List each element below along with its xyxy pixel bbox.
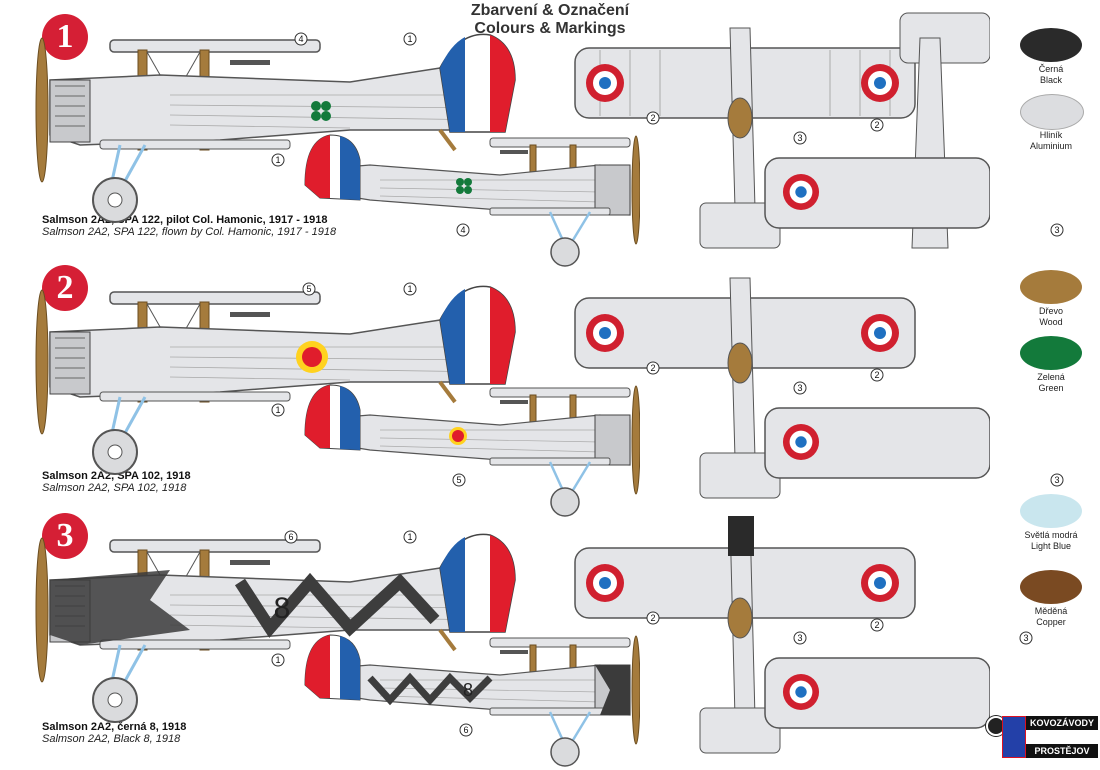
clover-emblem bbox=[456, 178, 472, 194]
plan-views-3 bbox=[574, 516, 990, 754]
swatch-label-cz: Měděná bbox=[1034, 606, 1068, 616]
swatch-label-cz: Hliník bbox=[1039, 130, 1063, 140]
caption-english: Salmson 2A2, Black 8, 1918 bbox=[42, 733, 181, 745]
sun-emblem bbox=[449, 427, 467, 445]
brand-logo: KOVOZÁVODY PROSTĚJOV bbox=[986, 716, 1098, 760]
logo-line1: KOVOZÁVODY bbox=[1026, 716, 1098, 730]
swatch-light-blue bbox=[1020, 494, 1082, 528]
caption-english: Salmson 2A2, SPA 102, 1918 bbox=[42, 482, 187, 494]
swatch-label-en: Wood bbox=[1039, 317, 1063, 327]
swatch-wood bbox=[1020, 270, 1082, 304]
swatch-copper bbox=[1020, 570, 1082, 604]
sun-emblem bbox=[296, 341, 328, 373]
title-english: Colours & Markings bbox=[474, 20, 626, 37]
scheme-caption-3: Salmson 2A2, černá 8, 1918 Salmson 2A2, … bbox=[42, 721, 186, 745]
scheme-number-1: 1 bbox=[42, 14, 88, 60]
side-view-small-2 bbox=[300, 380, 640, 520]
logo-line2: PROSTĚJOV bbox=[1026, 744, 1098, 758]
swatch-label-cz: Černá bbox=[1038, 64, 1064, 74]
callout-number: 3 bbox=[1023, 633, 1028, 643]
swatch-aluminium bbox=[1020, 94, 1084, 130]
side-view-small-3: 8 bbox=[300, 630, 640, 770]
swatch-black bbox=[1020, 28, 1082, 62]
plan-views-2 bbox=[574, 277, 990, 499]
side-view-large-1 bbox=[20, 20, 530, 230]
side-view-small-1 bbox=[300, 130, 640, 270]
callout-number: 3 bbox=[1054, 225, 1059, 235]
fuselage-code: 8 bbox=[463, 680, 473, 700]
scheme-number-2: 2 bbox=[42, 265, 88, 311]
scheme-number-3: 3 bbox=[42, 513, 88, 559]
title-czech: Zbarvení & Označení bbox=[470, 2, 630, 19]
fuselage-code: 8 bbox=[274, 592, 291, 625]
side-view-large-3: 8 bbox=[20, 520, 530, 730]
swatch-green bbox=[1020, 336, 1082, 370]
caption-czech: Salmson 2A2, černá 8, 1918 bbox=[42, 721, 187, 733]
page-title: Zbarvení & Označení Colours & Markings bbox=[400, 2, 700, 38]
plan-views-1 bbox=[574, 12, 990, 249]
logo-shield bbox=[1002, 716, 1026, 758]
swatch-label-en: Green bbox=[1038, 383, 1064, 393]
side-view-large-2 bbox=[20, 272, 530, 482]
swatch-label-en: Copper bbox=[1036, 617, 1066, 627]
callout-number: 3 bbox=[1054, 475, 1059, 485]
caption-czech: Salmson 2A2, SPA 102, 1918 bbox=[42, 470, 191, 482]
swatch-label-cz: Zelená bbox=[1037, 372, 1065, 382]
swatch-label-cz: Světlá modrá bbox=[1024, 530, 1078, 540]
swatch-label-cz: Dřevo bbox=[1038, 306, 1063, 316]
clover-emblem bbox=[311, 101, 331, 121]
swatch-label-en: Black bbox=[1039, 75, 1062, 85]
swatch-label-en: Light Blue bbox=[1030, 541, 1072, 551]
swatch-label-en: Aluminium bbox=[1029, 141, 1072, 151]
caption-english: Salmson 2A2, SPA 122, flown by Col. Hamo… bbox=[42, 226, 337, 238]
scheme-caption-2: Salmson 2A2, SPA 102, 1918 Salmson 2A2, … bbox=[42, 470, 191, 494]
